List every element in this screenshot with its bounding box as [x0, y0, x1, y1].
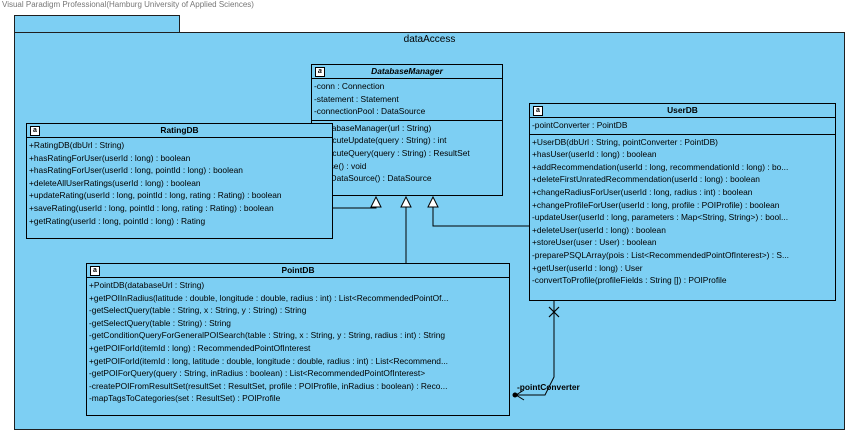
operation: -mapTagsToCategories(set : ResultSet) : …	[89, 393, 281, 404]
generalization-userdb-arrowhead	[427, 195, 439, 208]
operation: +getPOIForId(itemId : long, latitude : d…	[89, 355, 448, 366]
operation: +changeRadiusForUser(userId : long, radi…	[532, 186, 753, 197]
operation: +getPOIForId(itemId : long) : Recommende…	[89, 342, 311, 353]
class-databasemanager[interactable]: a DatabaseManager -conn : Connection -st…	[311, 64, 503, 196]
class-icon: a	[315, 67, 325, 77]
operation: -createPOIFromResultSet(resultSet : Resu…	[89, 380, 448, 391]
watermark: Visual Paradigm Professional(Hamburg Uni…	[2, 0, 254, 9]
class-header: a RatingDB	[27, 124, 332, 138]
class-header: a PointDB	[87, 264, 509, 278]
operation: -convertToProfile(profileFields : String…	[532, 275, 727, 286]
class-userdb[interactable]: a UserDB -pointConverter : PointDB +User…	[529, 103, 836, 301]
association-arrowhead	[515, 389, 525, 401]
operation: +getUser(userId : long) : User	[532, 262, 643, 273]
operation: +executeQuery(query : String) : ResultSe…	[314, 147, 470, 158]
attributes-compartment: -conn : Connection -statement : Statemen…	[312, 79, 502, 121]
operation: -getSelectQuery(table : String) : String	[89, 317, 231, 328]
operation: +hasUser(userId : long) : boolean	[532, 149, 657, 160]
association-cross-marker	[548, 306, 560, 318]
operation: #DatabaseManager(url : String)	[314, 122, 432, 133]
generalization-ratingdb-line[interactable]	[333, 203, 377, 209]
class-pointdb[interactable]: a PointDB +PointDB(databaseUrl : String)…	[86, 263, 510, 416]
operation: +executeUpdate(query : String) : int	[314, 135, 447, 146]
operation: +getPOIInRadius(latitude : double, longi…	[89, 292, 449, 303]
class-ratingdb[interactable]: a RatingDB +RatingDB(dbUrl : String) +ha…	[26, 123, 333, 239]
package-name: dataAccess	[403, 34, 456, 45]
operation: +RatingDB(dbUrl : String)	[29, 140, 125, 150]
association-end-dot	[512, 392, 518, 398]
operation: +addRecommendation(userId : long, recomm…	[532, 161, 789, 172]
operation: +close() : void	[314, 160, 367, 171]
generalization-pointdb-arrowhead	[400, 195, 412, 208]
operation: +updateRating(userId : long, pointId : l…	[29, 190, 282, 201]
class-name: UserDB	[667, 105, 698, 115]
class-icon: a	[90, 266, 100, 276]
class-name: PointDB	[281, 265, 315, 275]
operation: -updateUser(userId : long, parameters : …	[532, 212, 789, 223]
operation: +saveRating(userId : long, pointId : lon…	[29, 202, 274, 213]
operation: -preparePSQLArray(pois : List<Recommende…	[532, 249, 789, 260]
operation: +getRating(userId : long, pointId : long…	[29, 215, 206, 226]
generalization-userdb-line[interactable]	[432, 207, 529, 227]
class-icon: a	[30, 126, 40, 136]
class-icon: a	[533, 106, 543, 116]
operation: +hasRatingForUser(userId : long, pointId…	[29, 165, 243, 176]
generalization-ratingdb-arrowhead	[370, 195, 382, 208]
class-name: RatingDB	[160, 125, 199, 135]
operation: -getConditionQueryForGeneralPOISearch(ta…	[89, 330, 446, 341]
attribute: -statement : Statement	[314, 93, 399, 104]
operation: +PointDB(databaseUrl : String)	[89, 280, 205, 290]
operation: +getDataSource() : DataSource	[314, 173, 432, 184]
attributes-compartment: -pointConverter : PointDB	[530, 118, 835, 135]
operation: -getSelectQuery(table : String, x : Stri…	[89, 305, 307, 316]
class-header: a UserDB	[530, 104, 835, 118]
operation: +UserDB(dbUrl : String, pointConverter :…	[532, 136, 718, 147]
attribute: -connectionPool : DataSource	[314, 106, 426, 117]
operations-compartment: +PointDB(databaseUrl : String) +getPOIIn…	[87, 278, 509, 407]
association-pointconverter-line[interactable]	[516, 301, 555, 396]
operation: +deleteFirstUnratedRecommendation(userId…	[532, 174, 760, 185]
class-header: a DatabaseManager	[312, 65, 502, 79]
attribute: -conn : Connection	[314, 81, 385, 91]
class-name: DatabaseManager	[371, 66, 443, 76]
operation: +changeProfileForUser(userId : long, pro…	[532, 199, 780, 210]
operations-compartment: +RatingDB(dbUrl : String) +hasRatingForU…	[27, 138, 332, 229]
operations-compartment: #DatabaseManager(url : String) +executeU…	[312, 121, 502, 187]
operation: -getPOIForQuery(query : String, inRadius…	[89, 368, 426, 379]
attribute: -pointConverter : PointDB	[532, 120, 628, 130]
operation: +storeUser(user : User) : boolean	[532, 237, 657, 248]
operation: +deleteUser(userId : long) : boolean	[532, 224, 666, 235]
operation: +hasRatingForUser(userId : long) : boole…	[29, 152, 191, 163]
operation: +deleteAllUserRatings(userId : long) : b…	[29, 177, 201, 188]
operations-compartment: +UserDB(dbUrl : String, pointConverter :…	[530, 135, 835, 289]
association-role-label: -pointConverter	[517, 382, 580, 392]
